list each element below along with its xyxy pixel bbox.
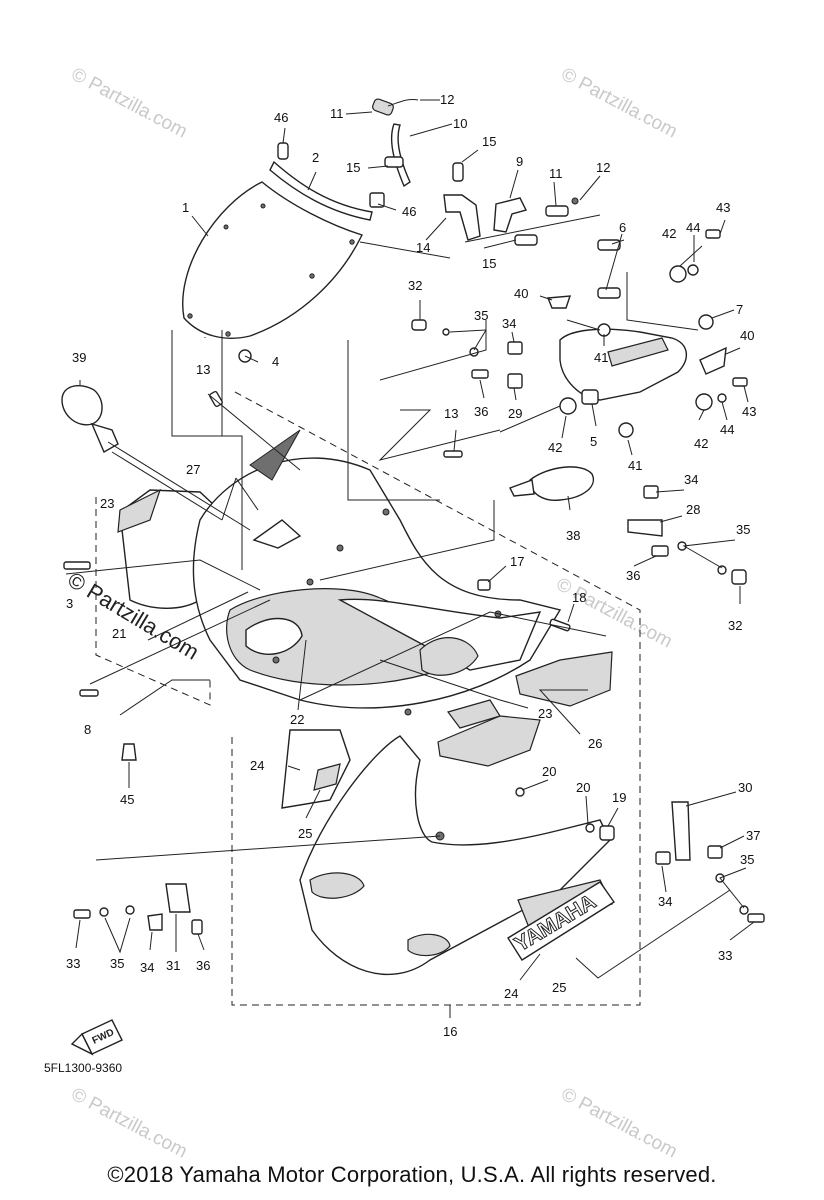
callout: 25 — [298, 826, 312, 841]
callout: 11 — [549, 166, 563, 181]
callout: 13 — [196, 362, 210, 377]
watermark-faint: © Partzilla.com — [68, 1084, 191, 1163]
watermark-faint: © Partzilla.com — [68, 64, 191, 143]
callout: 42 — [662, 226, 676, 241]
left-frame — [95, 497, 211, 706]
callout: 46 — [402, 204, 416, 219]
watermark-faint: © Partzilla.com — [558, 64, 681, 143]
callout: 44 — [720, 422, 734, 437]
callout: 42 — [548, 440, 562, 455]
callout: 43 — [716, 200, 730, 215]
under-cowling — [281, 729, 613, 976]
callout: 36 — [626, 568, 640, 583]
mirrors — [61, 384, 595, 501]
callout: 3 — [66, 596, 73, 611]
upper-cowling — [117, 429, 613, 767]
callout: 29 — [508, 406, 522, 421]
callout: 39 — [72, 350, 86, 365]
callout: 28 — [686, 502, 700, 517]
callout: 31 — [166, 958, 180, 973]
decal-25-upper — [313, 763, 341, 791]
callout: 24 — [504, 986, 518, 1001]
callout: 24 — [250, 758, 264, 773]
callout: 8 — [84, 722, 91, 737]
catalog-code: 5FL1300-9360 — [44, 1061, 122, 1075]
callout: 4 — [272, 354, 279, 369]
callout: 36 — [196, 958, 210, 973]
callout: 40 — [514, 286, 528, 301]
callout: 13 — [444, 406, 458, 421]
mirror-stays — [359, 98, 601, 259]
cushion — [369, 192, 385, 208]
main-frame — [231, 391, 641, 1006]
callout: 36 — [474, 404, 488, 419]
callout: 26 — [588, 736, 602, 751]
callout: 12 — [596, 160, 610, 175]
decal-24-upper — [281, 729, 351, 809]
callout: 9 — [516, 154, 523, 169]
callout: 42 — [694, 436, 708, 451]
callout: 40 — [740, 328, 754, 343]
callout: 34 — [140, 960, 154, 975]
callout: 22 — [290, 712, 304, 727]
callout: 41 — [628, 458, 642, 473]
copyright-notice: ©2018 Yamaha Motor Corporation, U.S.A. A… — [107, 1162, 717, 1187]
callout: 23 — [100, 496, 114, 511]
hardware — [63, 319, 765, 935]
callout: 20 — [542, 764, 556, 779]
decal-23-left — [117, 488, 162, 533]
decal-26 — [515, 651, 613, 707]
callout: 15 — [482, 134, 496, 149]
callout: 6 — [619, 220, 626, 235]
cushion — [277, 142, 289, 160]
callout: 23 — [538, 706, 552, 721]
callout: 10 — [453, 116, 467, 131]
callout: 34 — [502, 316, 516, 331]
callout: 41 — [594, 350, 608, 365]
callout-labels: 1 2 3 4 5 6 7 8 9 10 11 11 12 12 13 13 1… — [66, 92, 760, 1039]
callout: 44 — [686, 220, 700, 235]
callout: 17 — [510, 554, 524, 569]
callout: 25 — [552, 980, 566, 995]
callout: 33 — [66, 956, 80, 971]
callout: 35 — [740, 852, 754, 867]
windscreen — [182, 181, 363, 339]
callout: 19 — [612, 790, 626, 805]
callout: 35 — [736, 522, 750, 537]
callout: 34 — [684, 472, 698, 487]
callout: 14 — [416, 240, 430, 255]
callout: 18 — [572, 590, 586, 605]
callout: 32 — [408, 278, 422, 293]
watermark-faint: © Partzilla.com — [558, 1084, 681, 1163]
callout: 2 — [312, 150, 319, 165]
callout: 20 — [576, 780, 590, 795]
callout: 12 — [440, 92, 454, 107]
callout: 35 — [474, 308, 488, 323]
fairing-stay — [547, 229, 748, 438]
callout: 34 — [658, 894, 672, 909]
callout: 35 — [110, 956, 124, 971]
callout: 45 — [120, 792, 134, 807]
fwd-arrow-icon: FWD — [70, 1019, 123, 1056]
callout: 21 — [112, 626, 126, 641]
callout: 37 — [746, 828, 760, 843]
callout: 5 — [590, 434, 597, 449]
callout: 46 — [274, 110, 288, 125]
callout: 30 — [738, 780, 752, 795]
callout: 43 — [742, 404, 756, 419]
callout: 15 — [346, 160, 360, 175]
callout: 32 — [728, 618, 742, 633]
callout: 16 — [443, 1024, 457, 1039]
callout: 15 — [482, 256, 496, 271]
callout: 27 — [186, 462, 200, 477]
leader-lines — [65, 99, 755, 981]
callout: 7 — [736, 302, 743, 317]
callout: 33 — [718, 948, 732, 963]
callout: 38 — [566, 528, 580, 543]
screen-trim — [269, 142, 385, 221]
callout: 1 — [182, 200, 189, 215]
callout: 11 — [330, 106, 344, 121]
